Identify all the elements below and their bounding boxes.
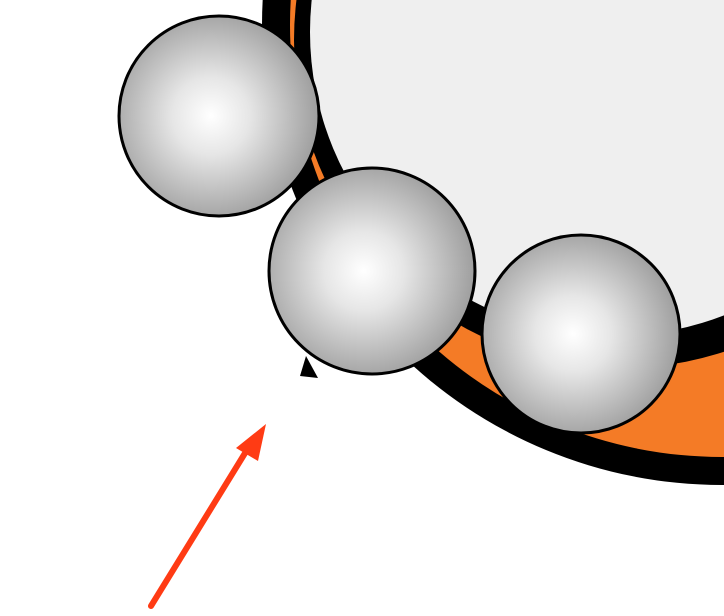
rolling-elements	[117, 14, 682, 435]
ball-3	[480, 233, 682, 435]
arrow-icon	[148, 424, 266, 609]
ball-1	[117, 14, 321, 218]
arrow-shaft	[148, 442, 253, 609]
ball-2	[267, 166, 477, 376]
defect-marker	[289, 356, 343, 414]
vibration-waves-icon	[289, 379, 343, 414]
defect-notch	[300, 356, 318, 378]
arrow-head	[236, 424, 266, 461]
